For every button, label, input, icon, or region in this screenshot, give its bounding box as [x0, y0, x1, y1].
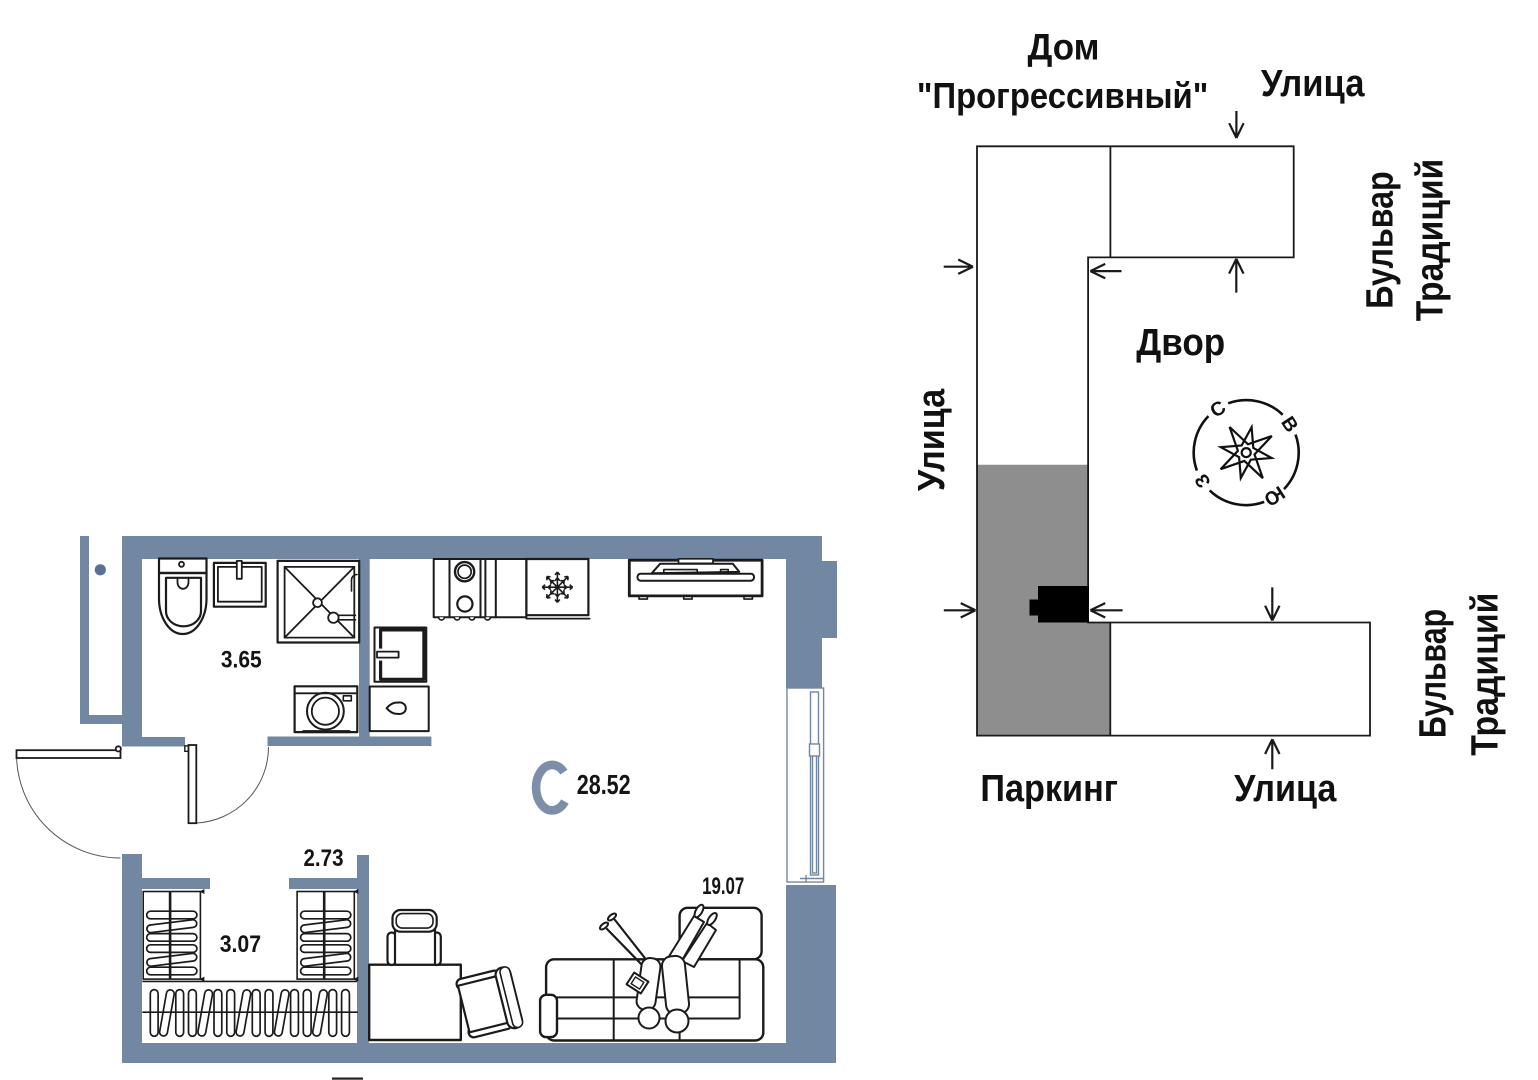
svg-text:Улица: Улица: [1234, 768, 1337, 810]
svg-text:3.07: 3.07: [220, 931, 261, 958]
svg-text:2.73: 2.73: [304, 845, 344, 872]
svg-text:Дом: Дом: [1028, 27, 1100, 68]
svg-text:Бульвар: Бульвар: [1360, 171, 1402, 308]
svg-text:Двор: Двор: [1136, 322, 1225, 364]
svg-text:3.65: 3.65: [221, 647, 262, 674]
svg-text:Паркинг: Паркинг: [980, 768, 1118, 810]
svg-text:Традиций: Традиций: [1410, 159, 1452, 321]
svg-text:19.07: 19.07: [702, 873, 744, 900]
svg-text:28.52: 28.52: [577, 769, 631, 800]
svg-text:Бульвар: Бульвар: [1412, 609, 1454, 738]
svg-text:Улица: Улица: [1261, 63, 1365, 105]
svg-text:"Прогрессивный": "Прогрессивный": [917, 75, 1208, 116]
svg-text:Традиций: Традиций: [1464, 593, 1506, 756]
svg-text:Улица: Улица: [911, 388, 953, 491]
